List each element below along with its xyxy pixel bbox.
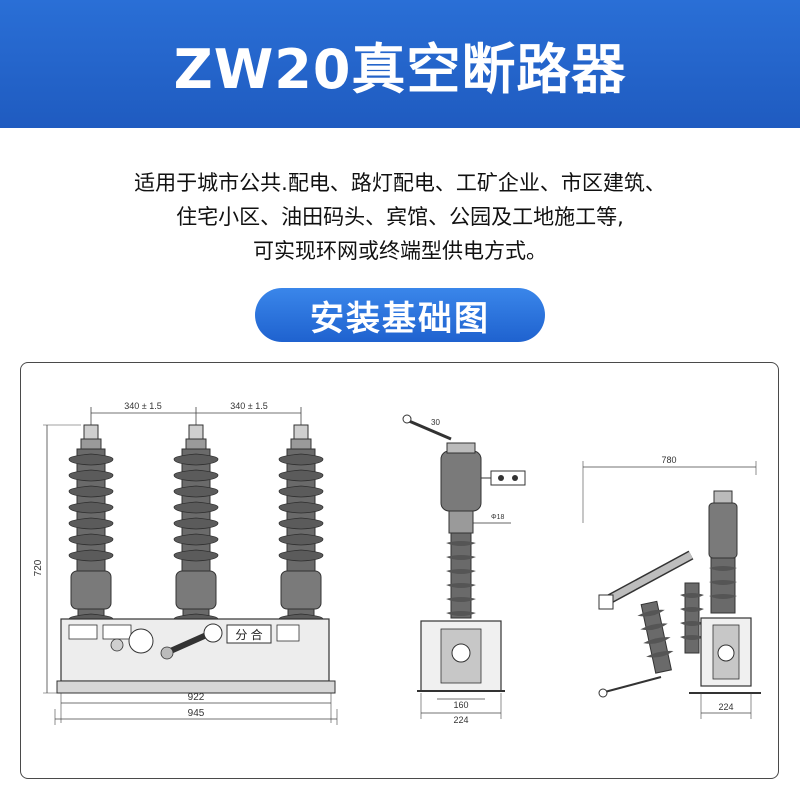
dim-mid: Φ18: [491, 514, 504, 521]
title-banner: ZW20真空断路器: [0, 0, 800, 128]
description: 适用于城市公共.配电、路灯配电、工矿企业、市区建筑、 住宅小区、油田码头、宾馆、…: [0, 166, 800, 268]
dim-base-inner: 922: [188, 692, 205, 703]
description-line: 可实现环网或终端型供电方式。: [253, 239, 547, 263]
dim-height: 720: [33, 559, 44, 576]
isometric-view: 780: [582, 455, 761, 719]
page-title: ZW20真空断路器: [173, 37, 627, 101]
section-heading: 安装基础图: [255, 288, 545, 342]
dim-iso-base: 224: [718, 702, 733, 712]
front-view: 340 ± 1.5 340 ± 1.5 720 分 合: [33, 401, 338, 725]
side-view: 30 Φ18: [402, 414, 526, 725]
dim-base-outer: 945: [188, 708, 205, 719]
description-line: 适用于城市公共.配电、路灯配电、工矿企业、市区建筑、: [134, 171, 666, 195]
dim-iso-top: 780: [661, 455, 676, 465]
dim-pitch-right: 340 ± 1.5: [230, 401, 267, 411]
section-heading-label: 安装基础图: [310, 298, 490, 339]
dim-pitch-left: 340 ± 1.5: [124, 401, 161, 411]
installation-drawing: 340 ± 1.5 340 ± 1.5 720 分 合: [33, 401, 761, 725]
dim-top: 30: [431, 418, 440, 427]
installation-drawing-frame: 340 ± 1.5 340 ± 1.5 720 分 合: [20, 362, 779, 779]
description-line: 住宅小区、油田码头、宾馆、公园及工地施工等,: [176, 205, 624, 229]
indicator-label: 分 合: [235, 627, 262, 642]
open-close-indicator: [226, 624, 272, 644]
dim-side-outer: 224: [453, 715, 468, 725]
dim-side-inner: 160: [453, 700, 468, 710]
